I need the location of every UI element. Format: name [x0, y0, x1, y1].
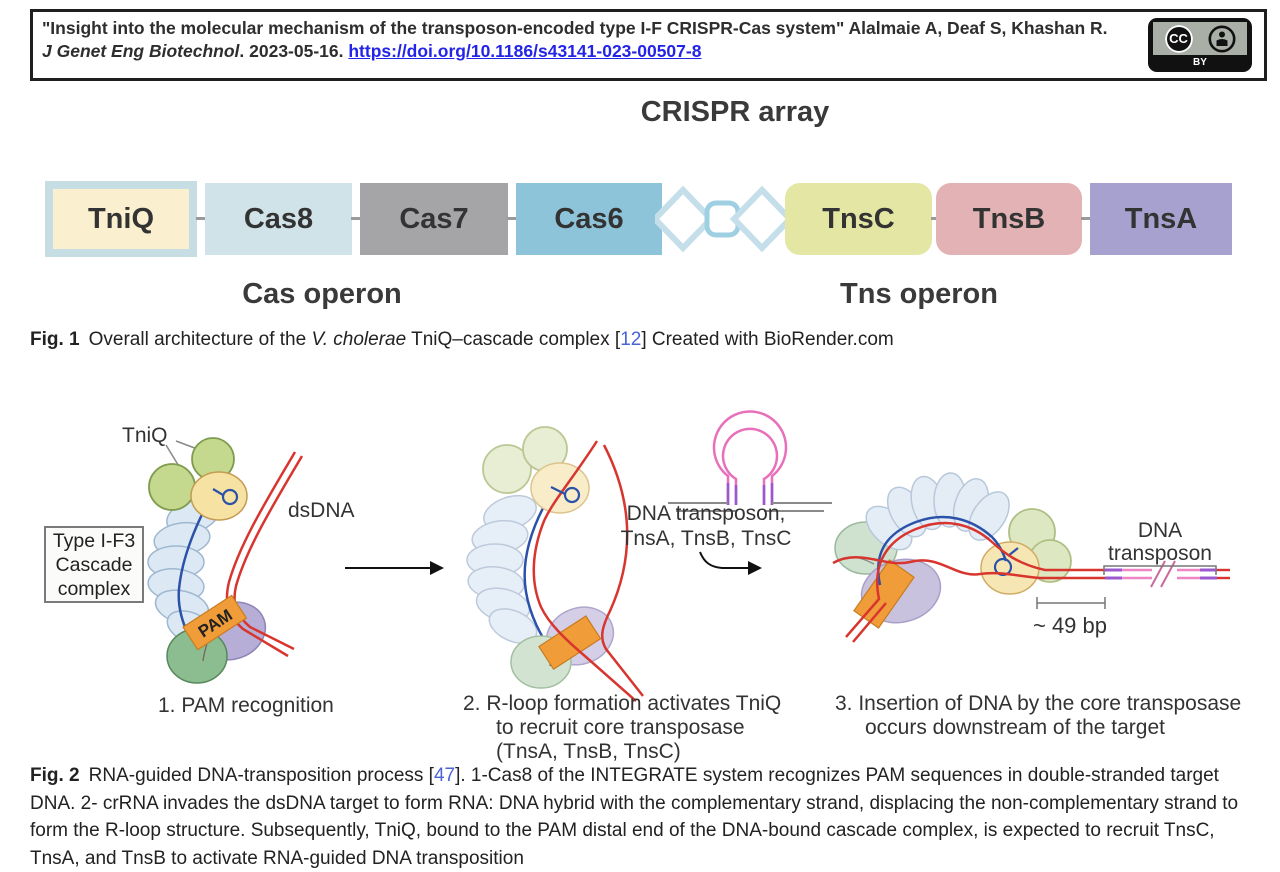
gene-connector [931, 217, 937, 220]
citation-text: "Insight into the molecular mechanism of… [42, 17, 1132, 63]
person-icon [1208, 25, 1235, 52]
callout-label-line1: DNA transposon, [627, 502, 786, 525]
fig2-diagram: PAM TniQ dsDNA [122, 410, 1230, 702]
doi-link[interactable]: https://doi.org/10.1186/s43141-023-00507… [348, 41, 702, 61]
cas7-backbone [865, 472, 1010, 551]
gene-label: Cas7 [399, 202, 469, 235]
gene-label: Cas8 [243, 202, 314, 235]
citation-header: "Insight into the molecular mechanism of… [30, 9, 1267, 81]
displaced-strand [601, 444, 644, 697]
fig1-caption-text: ] Created with BioRender.com [641, 329, 894, 350]
gene-box-cas6: Cas6 [516, 183, 662, 255]
publication-date: . 2023-05-16. [239, 41, 349, 61]
cc-badge-band: CC [1153, 22, 1247, 55]
fig1-caption-text: TniQ–cascade complex [ [406, 329, 621, 350]
cas-operon-label: Cas operon [242, 278, 402, 310]
gene-label: TniQ [87, 202, 155, 235]
gene-box-tnsa: TnsA [1090, 183, 1232, 255]
callout-label-line2: TnsA, TnsB, TnsC [621, 527, 792, 550]
step-arrow-head [430, 561, 444, 575]
crrna-hairpin-icon [563, 486, 581, 504]
crispr-repeat-spacer-icons [655, 185, 790, 253]
gene-connector [1081, 217, 1091, 220]
step2-cascade-complex [466, 426, 644, 702]
bp-measure-bracket [1036, 597, 1106, 609]
target-strand [532, 440, 637, 702]
step3-complex: DNA transposon ~ 49 bp [832, 472, 1230, 643]
cc-by-license-badge[interactable]: CC BY [1148, 18, 1252, 72]
reference-link[interactable]: 47 [433, 765, 456, 786]
crrna-hairpin-icon [993, 557, 1013, 577]
step2-caption-line: (TnsA, TnsB, TnsC) [496, 740, 681, 763]
gene-label: TnsA [1124, 202, 1198, 235]
step2-caption-line: to recruit core transposase [496, 716, 745, 739]
repeat-diamond-icon [655, 185, 716, 253]
gene-box-cas7: Cas7 [360, 183, 508, 255]
citation-meta-line: J Genet Eng Biotechnol. 2023-05-16. http… [42, 40, 1132, 63]
gene-box-tniq: TniQ [45, 181, 197, 257]
step-arrow-head [748, 561, 762, 575]
inserted-transposon-dna [1105, 560, 1230, 588]
step1-cascade-complex: PAM TniQ dsDNA [122, 424, 444, 684]
repeat-diamond-icon [729, 185, 790, 253]
fig1-caption-tag: Fig. 1 [30, 329, 80, 350]
citation-title-line: "Insight into the molecular mechanism of… [42, 18, 1108, 38]
reference-link[interactable]: 12 [620, 329, 642, 350]
dna-transposon-label-line2: transposon [1108, 542, 1212, 565]
species-name: V. cholerae [311, 329, 407, 350]
dna-transposon-callout: DNA transposon, TnsA, TnsB, TnsC [621, 410, 832, 575]
cc-icon: CC [1164, 24, 1193, 53]
target-strand [852, 602, 887, 643]
tniq-label: TniQ [122, 424, 168, 447]
gene-label: Cas6 [554, 202, 624, 235]
fig2-caption-text: ]. 1-Cas8 of the INTEGRATE system recogn… [30, 765, 1239, 869]
step3-caption-line: occurs downstream of the target [865, 716, 1165, 739]
gene-connector [507, 217, 517, 220]
step2-caption-line: 2. R-loop formation activates TniQ [463, 692, 782, 715]
step3-caption: 3. Insertion of DNA by the core transpos… [835, 692, 1241, 740]
flanking-dna [668, 502, 832, 512]
dsdna-label: dsDNA [288, 499, 355, 522]
tniq-protein [482, 444, 532, 494]
cc-by-label: BY [1193, 57, 1207, 68]
fig2-caption-tag: Fig. 2 [30, 765, 80, 786]
cas6-subunit [530, 462, 590, 514]
journal-name: J Genet Eng Biotechnol [42, 41, 240, 61]
cascade-label-line: Type I-F3 [52, 530, 136, 552]
gene-box-cas8: Cas8 [205, 183, 352, 255]
step2-caption: 2. R-loop formation activates TniQ to re… [463, 692, 781, 764]
step-arrow [699, 551, 748, 569]
tns-operon-label: Tns operon [840, 278, 998, 310]
tniq-protein [148, 463, 196, 511]
gene-connector [196, 217, 206, 220]
cascade-label-line: complex [57, 578, 131, 600]
step3-caption-line: 3. Insertion of DNA by the core transpos… [835, 692, 1242, 715]
gene-label: TnsB [972, 202, 1046, 235]
step1-caption: 1. PAM recognition [158, 694, 334, 717]
transposon-loop [712, 410, 788, 505]
transposon-loop [721, 427, 779, 505]
transposon-bracket [1103, 565, 1217, 575]
fig1-caption-text: Overall architecture of the [88, 329, 312, 350]
bp-distance-label: ~ 49 bp [1033, 613, 1107, 638]
gene-box-tnsb: TnsB [936, 183, 1082, 255]
cas7-backbone [466, 494, 538, 644]
crispr-array-title: CRISPR array [640, 96, 830, 128]
fig2-caption: Fig. 2 RNA-guided DNA-transposition proce… [30, 762, 1255, 872]
gene-label: TnsC [822, 202, 895, 235]
cas6-subunit [190, 471, 248, 521]
dna-transposon-label-line1: DNA [1138, 519, 1182, 542]
fig1-caption: Fig. 1 Overall architecture of the V. cho… [30, 326, 1255, 354]
gene-connector [351, 217, 361, 220]
crrna-hairpin-icon [221, 488, 239, 506]
cascade-complex-label-box: Type I-F3 Cascade complex [44, 526, 144, 603]
cascade-label-line: Cascade [55, 554, 133, 576]
displaced-strand [832, 556, 1105, 580]
fig2-caption-text: RNA-guided DNA-transposition process [ [88, 765, 434, 786]
gene-box-tnsc: TnsC [785, 183, 932, 255]
